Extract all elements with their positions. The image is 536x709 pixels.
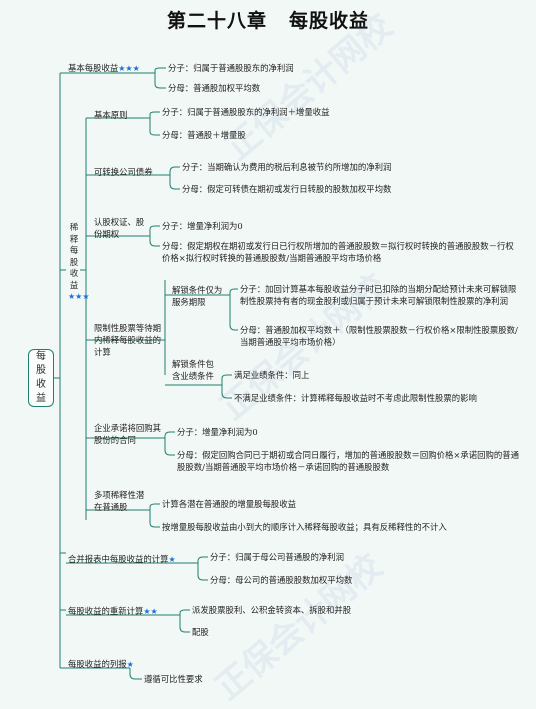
node-convertible-numerator: 分子：当期确认为费用的税后利息被节约所增加的净利润 bbox=[182, 162, 392, 172]
node-basic-denominator: 分母：普通股加权平均数 bbox=[168, 83, 261, 93]
node-consolidated-eps: 合并报表中每股收益的计算★ bbox=[68, 554, 176, 564]
node-restricted-numerator: 分子：加回计算基本每股收益分子时已扣除的当期分配给预计未来可解锁限制性股票持有者… bbox=[240, 284, 517, 306]
node-warrants-numerator: 分子：增量净利润为0 bbox=[162, 221, 243, 231]
node-basic-eps: 基本每股收益★★★ bbox=[68, 63, 140, 73]
node-diluted-eps: 稀释每股收益★★★ bbox=[68, 222, 90, 301]
importance-stars: ★★ bbox=[143, 607, 158, 616]
root-node: 每股收益 bbox=[28, 349, 54, 407]
node-basic-numerator: 分子：归属于普通股股东的净利润 bbox=[168, 63, 294, 73]
node-convertible-bonds: 可转换公司债券 bbox=[94, 167, 153, 177]
node-buyback-contract: 企业承诺将回购其股份的合同 bbox=[94, 423, 161, 445]
node-consolidated-denominator: 分母：母公司的普通股股数加权平均数 bbox=[210, 575, 353, 585]
importance-stars: ★★★ bbox=[68, 292, 90, 301]
node-warrants-options: 认股权证、股份期权 bbox=[94, 217, 145, 239]
node-buyback-numerator: 分子：增量净利润为0 bbox=[177, 427, 258, 437]
node-recalculation: 每股收益的重新计算★★ bbox=[68, 606, 158, 616]
importance-stars: ★ bbox=[126, 660, 134, 669]
node-basic-principle: 基本原则 bbox=[94, 110, 128, 120]
node-performance-met: 满足业绩条件：同上 bbox=[234, 370, 310, 380]
node-multiple-dilutive: 多项稀释性潜在普通股 bbox=[94, 490, 145, 512]
importance-stars: ★ bbox=[168, 555, 176, 564]
node-restricted-stock: 限制性股票等待期内稀释每股收益的计算 bbox=[94, 323, 161, 357]
page-title: 第二十八章每股收益 bbox=[0, 6, 536, 33]
node-principle-denominator: 分母：普通股＋增量股 bbox=[162, 130, 246, 140]
chapter-number: 第二十八章 bbox=[166, 10, 267, 32]
node-principle-numerator: 分子：归属于普通股股东的净利润＋增量收益 bbox=[162, 107, 330, 117]
node-warrants-denominator: 分母：假定期权在期初或发行日已行权所增加的普通股股数＝拟行权时转换的普通股股数－… bbox=[162, 241, 514, 263]
node-buyback-denominator: 分母：假定回购合同已于期初或合同日履行，增加的普通股股数＝回购价格×承诺回购的普… bbox=[177, 450, 520, 472]
node-unlock-performance: 解锁条件包含业绩条件 bbox=[172, 359, 214, 381]
node-multiple-step-1: 计算各潜在普通股的增量股每股收益 bbox=[162, 499, 296, 509]
node-recalc-rights-issue: 配股 bbox=[192, 627, 209, 637]
node-comparability: 遵循可比性要求 bbox=[144, 674, 203, 684]
node-multiple-step-2: 按增量股每股收益由小到大的顺序计入稀释每股收益；具有反稀释性的不计入 bbox=[162, 522, 447, 532]
connector-lines bbox=[54, 67, 238, 680]
node-performance-not-met: 不满足业绩条件：计算稀释每股收益时不考虑此限制性股票的影响 bbox=[234, 393, 477, 403]
chapter-name: 每股收益 bbox=[289, 10, 370, 32]
node-recalc-stock-dividends: 派发股票股利、公积金转资本、拆股和并股 bbox=[192, 605, 352, 615]
node-unlock-service-only: 解锁条件仅为服务期限 bbox=[172, 285, 223, 307]
node-convertible-denominator: 分母：假定可转债在期初或发行日转股的股数加权平均数 bbox=[182, 184, 392, 194]
node-consolidated-numerator: 分子：归属于母公司普通股的净利润 bbox=[210, 552, 344, 562]
importance-stars: ★★★ bbox=[118, 64, 140, 73]
node-restricted-denominator: 分母：普通股加权平均数＋（限制性股票股数－行权价格×限制性股票股数/当期普通股平… bbox=[240, 325, 518, 347]
node-presentation: 每股收益的列报★ bbox=[68, 659, 134, 669]
